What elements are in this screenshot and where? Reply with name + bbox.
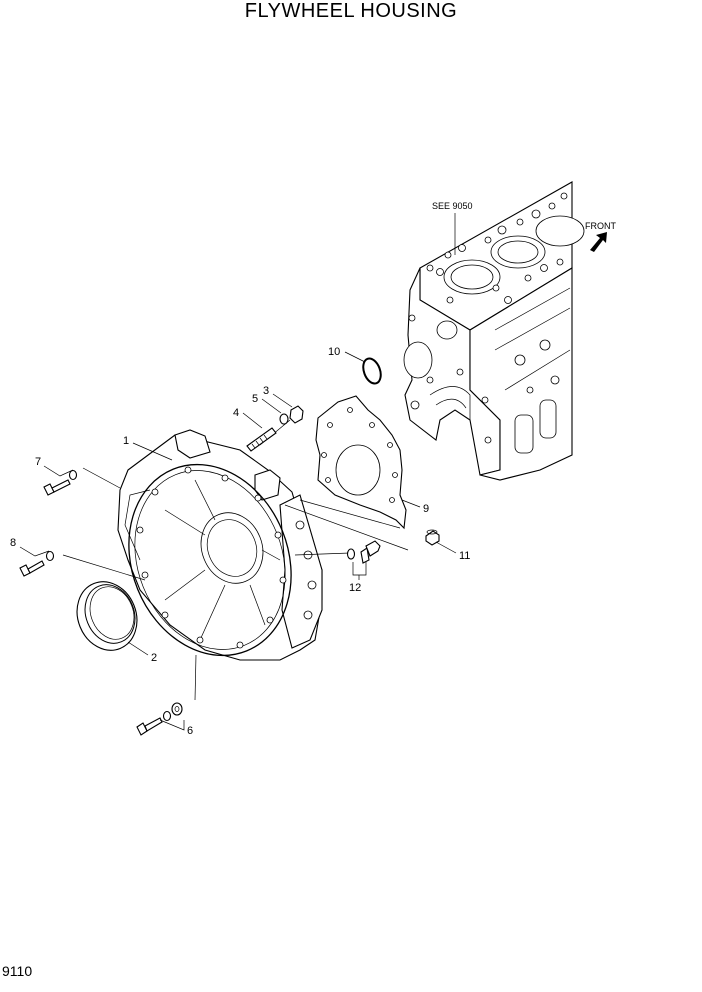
page-title: FLYWHEEL HOUSING <box>244 0 458 22</box>
bolt-set-6 <box>136 702 183 736</box>
callout-7: 7 <box>35 456 41 468</box>
gasket-plate <box>315 395 407 530</box>
bolt-set-7 <box>43 469 78 496</box>
bolt-set-12 <box>346 540 381 564</box>
callout-5: 5 <box>252 393 258 405</box>
callout-8: 8 <box>10 537 16 549</box>
callout-6: 6 <box>187 725 193 737</box>
callout-3: 3 <box>263 385 269 397</box>
callout-11: 11 <box>459 550 470 562</box>
callout-2: 2 <box>151 652 157 664</box>
callout-4: 4 <box>233 407 239 419</box>
flywheel-housing <box>117 429 323 661</box>
front-label: FRONT <box>585 221 616 231</box>
page-code: 9110 <box>2 963 33 979</box>
reference-note: SEE 9050 <box>432 201 473 211</box>
callout-10: 10 <box>328 346 340 358</box>
front-arrow-icon <box>590 232 607 252</box>
oil-seal <box>76 581 138 651</box>
hex-nut <box>289 405 304 424</box>
stud-bolt <box>246 427 277 452</box>
callout-12: 12 <box>349 582 361 594</box>
bolt-set-8 <box>19 550 55 577</box>
callout-9: 9 <box>423 503 429 515</box>
front-direction: FRONT <box>585 221 616 252</box>
washer <box>279 413 289 425</box>
o-ring <box>362 357 382 385</box>
engine-block <box>403 181 585 481</box>
callout-1: 1 <box>123 435 129 447</box>
plug <box>425 529 440 546</box>
